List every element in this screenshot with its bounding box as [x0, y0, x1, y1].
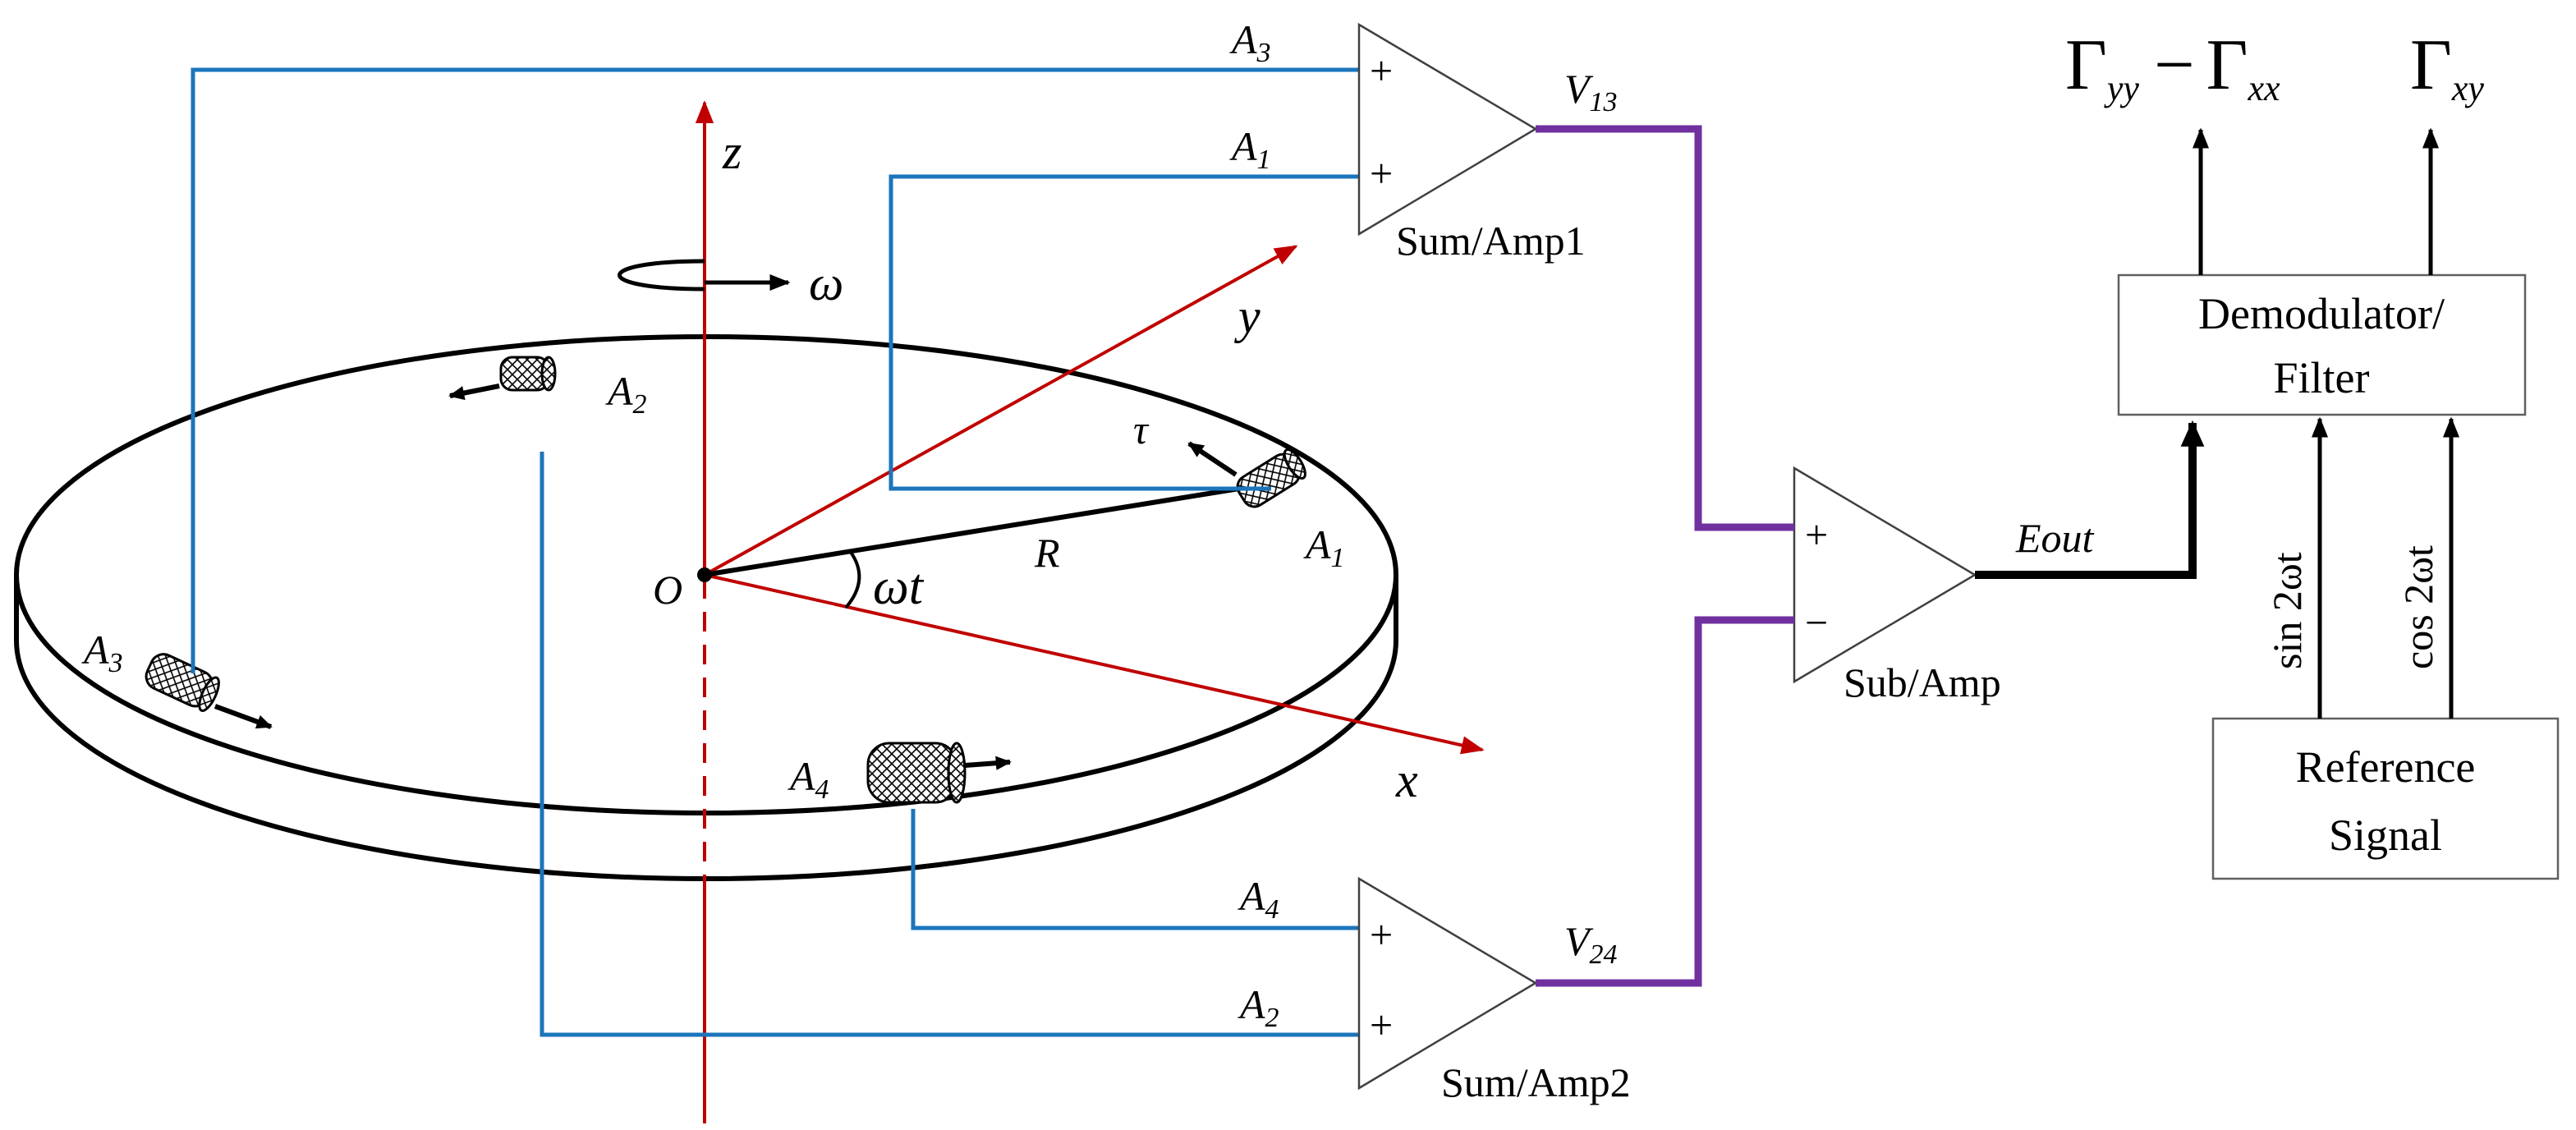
- tangent-label: τ: [1133, 407, 1150, 452]
- wire-label-a2: A: [1237, 981, 1265, 1027]
- wire-a1: [889, 174, 1359, 491]
- reference-label-1: Reference: [2296, 742, 2476, 792]
- amp-input-minus: −: [1805, 599, 1828, 645]
- amp-input-plus: +: [1370, 1002, 1393, 1048]
- sensor-a4: A4: [787, 742, 1012, 805]
- amp-input-plus: +: [1370, 48, 1393, 94]
- wire-a3: [191, 67, 1359, 673]
- angle-arc: [844, 549, 861, 609]
- amplifier-symbol: [1357, 876, 1538, 1091]
- svg-text:Γxy: Γxy: [2410, 25, 2484, 108]
- svg-text:A4: A4: [1237, 873, 1279, 925]
- sum-amp-1: + + Sum/Amp1 V13: [1357, 22, 1618, 264]
- svg-text:A1: A1: [1303, 521, 1345, 573]
- signal-chain: Demodulator/ Filter Reference Signal sin…: [1975, 25, 2560, 880]
- wire-a4: [911, 809, 1359, 930]
- axes: z y x O ω R ωt τ: [618, 100, 1485, 1123]
- x-axis-label: x: [1395, 753, 1418, 807]
- svg-text:A4: A4: [787, 753, 829, 805]
- wire-label-a1: A: [1229, 123, 1257, 169]
- reference-box: [2211, 717, 2560, 880]
- wire-label-a4: A: [1237, 873, 1265, 919]
- wire-a2: [540, 452, 1359, 1037]
- sensor-a2: A2: [448, 356, 647, 420]
- amp-input-plus: +: [1805, 512, 1828, 558]
- amp-input-plus: +: [1370, 150, 1393, 196]
- omega-label: ω: [809, 256, 843, 310]
- origin-label: O: [653, 567, 682, 613]
- cos-signal-label: cos 2ωt: [2395, 545, 2441, 669]
- svg-text:V24: V24: [1564, 918, 1618, 970]
- svg-text:A2: A2: [1237, 981, 1279, 1033]
- sensor-wires: A3 A1 A4 A2: [191, 16, 1359, 1037]
- sin-signal-label: sin 2ωt: [2264, 552, 2310, 669]
- wire-eout: [1975, 420, 2205, 579]
- svg-text:Γyy−Γxx: Γyy−Γxx: [2065, 25, 2280, 108]
- sensor-arrow: [214, 704, 273, 729]
- sensor-arrow: [964, 756, 1012, 770]
- svg-text:V13: V13: [1564, 66, 1618, 117]
- output-label-v24: V: [1564, 918, 1594, 964]
- sensor-arrow: [1187, 441, 1237, 477]
- radius-line: [704, 482, 1265, 577]
- amp-label: Sub/Amp: [1844, 659, 2001, 705]
- sensor-label: A: [1303, 521, 1331, 567]
- svg-text:A2: A2: [605, 368, 647, 420]
- output-label-v13: V: [1564, 66, 1594, 112]
- rotation-arrow: [618, 259, 791, 292]
- sub-amp: + − Sub/Amp Eout: [1793, 466, 2095, 705]
- gamma-xy-label: Γ: [2410, 25, 2452, 105]
- sensor-a3: A3: [81, 627, 273, 729]
- accelerometer-icon: [866, 742, 958, 804]
- wire-v13: [1536, 125, 1794, 531]
- demodulator-label-1: Demodulator/: [2198, 289, 2445, 338]
- demodulator-label-2: Filter: [2274, 353, 2370, 402]
- sensor-label: A: [81, 627, 109, 673]
- radius-label: R: [1034, 530, 1060, 576]
- z-axis-label: z: [722, 125, 742, 179]
- y-axis-label: y: [1233, 289, 1260, 343]
- sum-wires: [1536, 125, 1794, 987]
- sensor-a1: A1: [1187, 441, 1345, 573]
- angle-label: ωt: [873, 559, 925, 615]
- svg-text:A1: A1: [1229, 123, 1271, 175]
- svg-text:A3: A3: [81, 627, 123, 678]
- sensor-label: A: [605, 368, 633, 414]
- gamma-yy-label: Γ: [2065, 25, 2107, 105]
- sum-amp-2: + + Sum/Amp2 V24: [1357, 876, 1631, 1105]
- wire-label-a3: A: [1229, 16, 1257, 62]
- amplifier-symbol: [1793, 466, 1977, 684]
- amp-label: Sum/Amp1: [1396, 218, 1586, 264]
- amp-input-plus: +: [1370, 912, 1393, 958]
- origin-dot: [697, 567, 712, 582]
- x-axis: [704, 573, 1485, 755]
- sensor-arrow: [448, 384, 500, 401]
- reference-label-2: Signal: [2329, 811, 2442, 860]
- eout-label: Eout: [2015, 515, 2095, 561]
- amp-label: Sum/Amp2: [1441, 1059, 1631, 1105]
- gamma-xx-label: Γ: [2206, 25, 2248, 105]
- y-axis: [704, 245, 1298, 576]
- wire-v24: [1536, 616, 1794, 987]
- demodulator-box: [2117, 273, 2527, 416]
- amplifier-symbol: [1357, 22, 1538, 237]
- svg-text:A3: A3: [1229, 16, 1271, 68]
- sensor-label: A: [787, 753, 815, 799]
